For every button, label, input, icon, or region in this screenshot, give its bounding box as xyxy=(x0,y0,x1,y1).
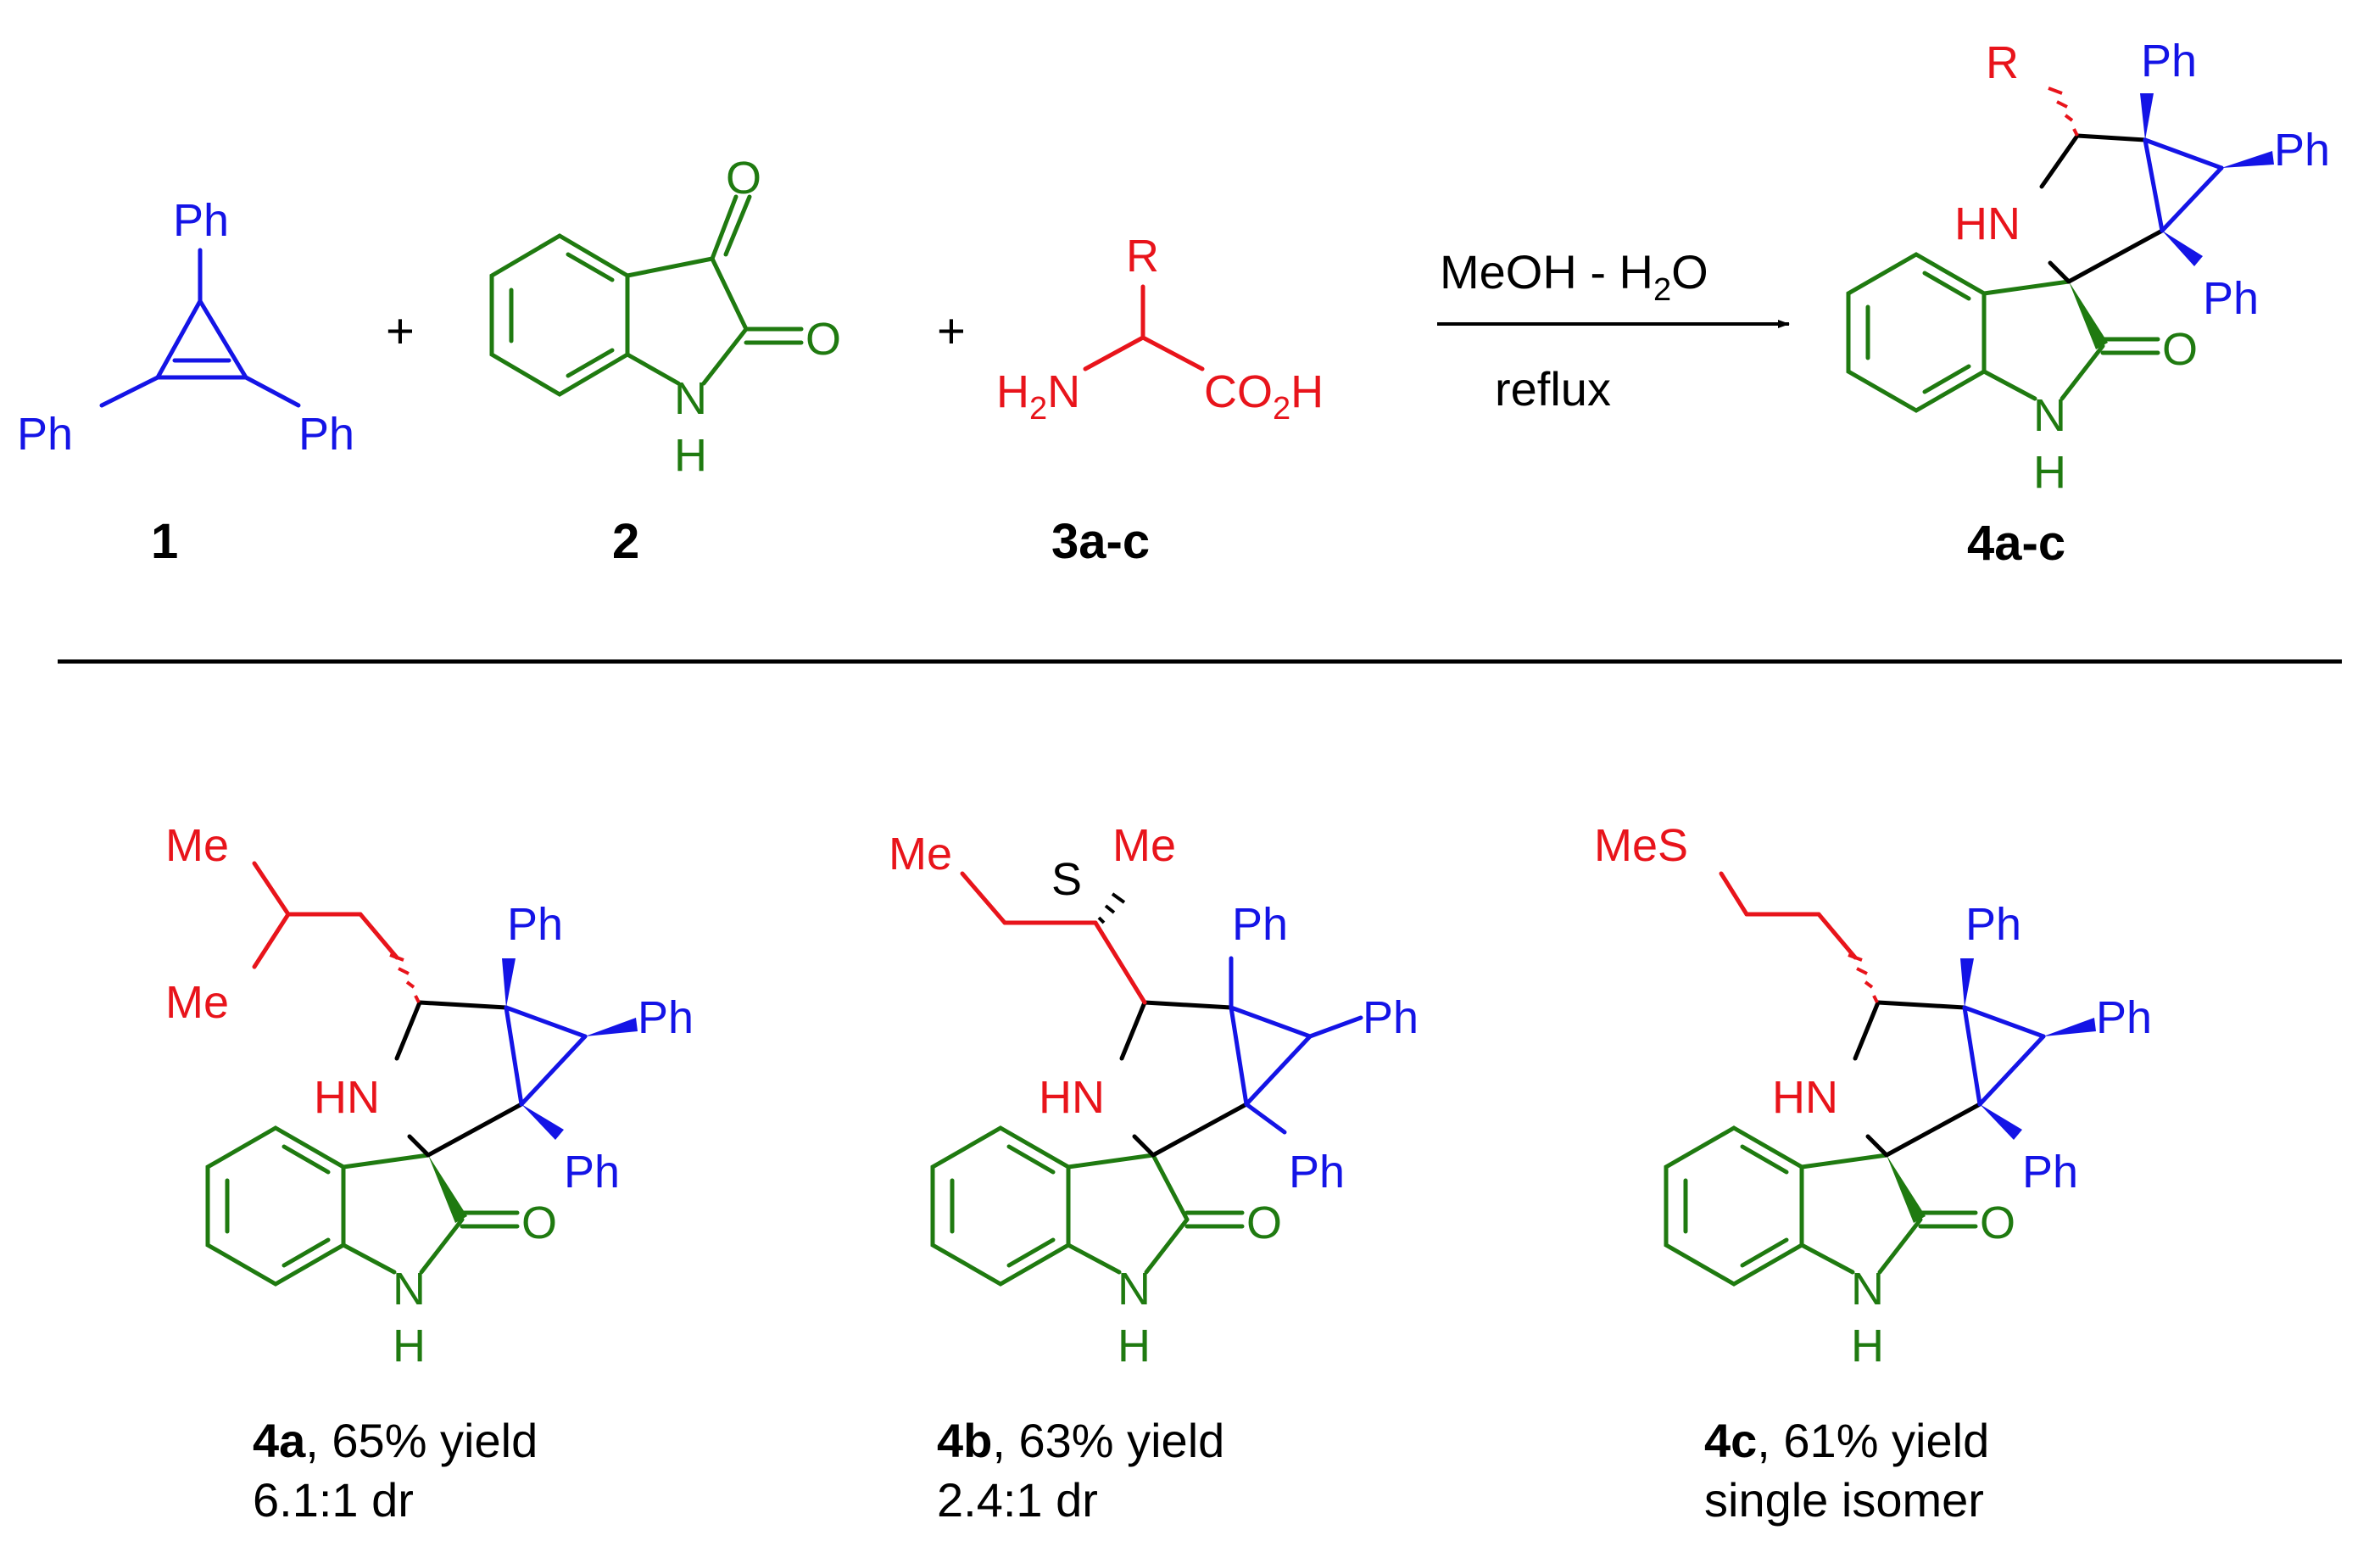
compound-4-label: 4a-c xyxy=(1967,516,2065,571)
oxygen-label: O xyxy=(805,314,841,365)
oxygen-label: O xyxy=(1980,1198,2015,1248)
phenyl-label: Ph xyxy=(2096,992,2152,1043)
amine-hn-label: HN xyxy=(314,1072,380,1123)
conditions-solvent: MeOH - H2O xyxy=(1440,245,1708,308)
compound-2-isatin: O O N H 2 xyxy=(489,153,841,569)
hydrogen-label: H xyxy=(1851,1320,1884,1371)
oxygen-label: O xyxy=(726,153,761,204)
r-group-label: R xyxy=(1986,37,2019,88)
product-4b-selectivity: 2.4:1 dr xyxy=(937,1473,1098,1527)
compound-4-general-product: O N H R HN Ph Ph Ph 4a-c xyxy=(1846,36,2330,571)
compound-1-label: 1 xyxy=(151,514,178,569)
product-4b-yield: 4b, 63% yield xyxy=(937,1414,1224,1467)
oxygen-label: O xyxy=(1246,1198,1282,1248)
nitrogen-label: N xyxy=(393,1264,426,1315)
compound-1-triphenylcyclopropene: Ph Ph Ph 1 xyxy=(17,195,354,569)
nitrogen-label: N xyxy=(1851,1264,1884,1315)
phenyl-label: Ph xyxy=(2203,273,2259,324)
phenyl-label: Ph xyxy=(2141,36,2197,87)
phenyl-label: Ph xyxy=(2274,125,2330,176)
hydrogen-label: H xyxy=(1118,1320,1151,1371)
nitrogen-label: N xyxy=(674,373,707,424)
phenyl-label: Ph xyxy=(1363,992,1419,1043)
reaction-arrow: MeOH - H2O reflux xyxy=(1437,245,1790,416)
methyl-label: Me xyxy=(165,977,229,1028)
sulfur-label: S xyxy=(1051,854,1082,905)
hydrogen-label: H xyxy=(393,1320,426,1371)
phenyl-label: Ph xyxy=(1965,899,2021,950)
methyl-label: Me xyxy=(1112,820,1176,871)
phenyl-label: Ph xyxy=(507,899,563,950)
compound-3-label: 3a-c xyxy=(1051,514,1150,569)
oxygen-label: O xyxy=(521,1198,557,1248)
compound-2-label: 2 xyxy=(612,514,639,569)
compound-3-amino-acid: R H2N CO2H 3a-c xyxy=(996,231,1324,569)
product-4b: O N H Me S Me HN Ph xyxy=(889,820,1419,1527)
conditions-temperature: reflux xyxy=(1495,362,1611,416)
phenyl-label: Ph xyxy=(1289,1147,1345,1198)
hydrogen-label: H xyxy=(2033,447,2066,498)
r-group-label: R xyxy=(1126,231,1159,282)
phenyl-label: Ph xyxy=(298,409,354,460)
hydrogen-label: H xyxy=(674,430,707,481)
product-4a-yield: 4a, 65% yield xyxy=(253,1414,538,1467)
amine-label: H2N xyxy=(996,366,1080,427)
phenyl-label: Ph xyxy=(638,992,694,1043)
phenyl-label: Ph xyxy=(1232,899,1288,950)
methyl-label: Me xyxy=(165,820,229,871)
amine-hn-label: HN xyxy=(1039,1072,1105,1123)
product-4c: O N H MeS HN Ph Ph xyxy=(1594,820,2152,1527)
product-4c-selectivity: single isomer xyxy=(1704,1473,1984,1527)
product-4a-selectivity: 6.1:1 dr xyxy=(253,1473,414,1527)
plus-sign: + xyxy=(386,304,415,359)
product-4c-yield: 4c, 61% yield xyxy=(1704,1414,1989,1467)
nitrogen-label: N xyxy=(2033,390,2066,441)
methylthio-label: MeS xyxy=(1594,820,1688,871)
plus-sign: + xyxy=(937,304,966,359)
phenyl-label: Ph xyxy=(564,1147,620,1198)
methyl-label: Me xyxy=(889,829,952,879)
nitrogen-label: N xyxy=(1118,1264,1151,1315)
amine-hn-label: HN xyxy=(1772,1072,1838,1123)
phenyl-label: Ph xyxy=(17,409,73,460)
phenyl-label: Ph xyxy=(173,195,229,246)
carboxylic-acid-label: CO2H xyxy=(1204,366,1324,427)
phenyl-label: Ph xyxy=(2022,1147,2078,1198)
amine-hn-label: HN xyxy=(1954,198,2020,249)
product-4a: O N H Me Me HN P xyxy=(165,820,694,1527)
oxygen-label: O xyxy=(2162,324,2198,375)
